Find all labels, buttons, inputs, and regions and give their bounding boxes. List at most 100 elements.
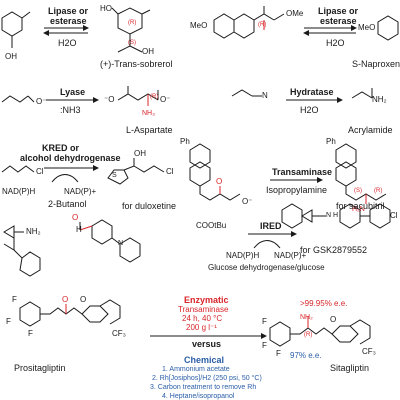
sitagliptin-amide-o: O	[330, 315, 337, 324]
cyclopropylamine-nh2: NH₂	[26, 227, 41, 236]
fumarate-structure	[1, 95, 35, 103]
aspartate-nh3: NH₃	[142, 110, 155, 117]
r5-cofactor-right: NAD(P)+	[64, 187, 97, 196]
cyclopropylamine-structure	[3, 225, 41, 277]
piperidine-n: N	[118, 240, 124, 247]
duloxetine-intermediate-structure	[107, 158, 165, 185]
chemical-line-3: 3. Carbon treatment to remove Rh	[150, 384, 257, 391]
r5-enzyme-line1: KRED or	[42, 143, 80, 153]
sitagliptin-cf3: CF₃	[362, 347, 376, 356]
r8-product-name: Sitagliptin	[330, 363, 370, 373]
sacubitril-sub-ph: Ph	[180, 137, 190, 146]
chemical-line-1: 1. Ammonium acetate	[162, 366, 230, 373]
r1-enzyme-line2: esterase	[50, 16, 87, 26]
r7-enzyme: IRED	[260, 221, 282, 231]
sobrerol-oh: OH	[142, 47, 154, 56]
naproxen-ester-structure	[213, 6, 285, 39]
r5-product: for duloxetine	[122, 201, 177, 211]
sacubitril-substrate-structure	[189, 143, 241, 201]
naproxen-ester-meo: MeO	[190, 21, 208, 30]
aldehyde-h: H	[76, 225, 82, 234]
chemical-title: Chemical	[184, 355, 225, 365]
sacubitril-label-s: (S)	[354, 188, 362, 194]
ester-group: COOtBu	[196, 221, 227, 230]
aspartate-right-o: O⁻	[160, 95, 171, 104]
chloroketone-cl: Cl	[36, 167, 44, 176]
aspartate-structure	[117, 86, 159, 101]
r7-reagent: Glucose dehydrogenase/glucose	[208, 263, 325, 272]
sobrerol-structure	[111, 7, 151, 53]
sitagliptin-nh2: NH₂	[300, 314, 313, 321]
prositagliptin-f2: F	[6, 317, 11, 326]
r3-product: L-Aspartate	[126, 125, 173, 135]
naproxen-product-meo: MeO	[358, 23, 376, 32]
r1-enzyme-line1: Lipase or	[48, 6, 89, 16]
r1-product: (+)-Trans-sobrerol	[100, 59, 173, 69]
acrylonitrile-n: N	[262, 91, 268, 100]
r8-substrate-name: Prositagliptin	[14, 363, 66, 373]
aldehyde-bond	[79, 225, 93, 231]
sobrerol-ho: HO	[100, 4, 112, 13]
enzymatic-line-3: 200 g l⁻¹	[186, 323, 217, 332]
r7-cofactor-left: NAD(P)H	[226, 251, 260, 260]
naproxen-label-r: (R)	[258, 22, 267, 28]
ee-enzymatic: >99.95% e.e.	[300, 299, 348, 308]
sitagliptin-structure	[269, 319, 371, 347]
r2-product: S-Naproxen	[352, 59, 400, 69]
sacubitril-product-structure	[335, 143, 387, 201]
sitagliptin-f1: F	[262, 317, 267, 326]
sobrerol-substrate-structure	[1, 11, 31, 48]
ee-chemical: 97% e.e.	[290, 351, 322, 360]
enzymatic-line-2: 24 h, 40 °C	[182, 314, 223, 323]
naproxen-product-structure	[377, 15, 399, 41]
r3-reagent: :NH3	[60, 105, 81, 115]
sitagliptin-f2: F	[262, 341, 267, 350]
versus-label: versus	[192, 339, 222, 349]
enzymatic-line-1: Transaminase	[178, 305, 229, 314]
aldehyde-o: O	[72, 213, 79, 222]
gsk-nh: N H	[326, 212, 339, 219]
r6-reagent: Isopropylamine	[266, 185, 328, 195]
r6-product: for sacubitril	[336, 201, 385, 211]
r1-equilibrium-arrows	[43, 25, 89, 36]
prositagliptin-structure	[19, 299, 121, 327]
r5-cofactor-arc	[51, 174, 79, 183]
duloxetine-cl: Cl	[166, 167, 174, 176]
sacubitril-prod-nh2: H₂N	[352, 206, 365, 213]
r7-cofactor-arc	[253, 240, 281, 249]
r3-enzyme: Lyase	[60, 87, 86, 97]
prositagliptin-amide-o: O	[80, 295, 87, 304]
r5-cofactor-left: NAD(P)H	[2, 187, 36, 196]
r5-reagent: 2-Butanol	[48, 199, 87, 209]
r2-enzyme-line2: esterase	[320, 16, 357, 26]
prositagliptin-f1: F	[12, 295, 17, 304]
r2-reagent: H2O	[326, 38, 345, 48]
chloroketone-structure	[1, 165, 35, 173]
enzymatic-title: Enzymatic	[184, 295, 229, 305]
sitagliptin-f3: F	[276, 349, 281, 358]
prositagliptin-cf3: CF₃	[112, 329, 126, 338]
r4-enzyme: Hydratase	[290, 87, 334, 97]
sobrerol-label-s: (S)	[128, 40, 136, 46]
sacubitril-sub-o-minus: O⁻	[242, 197, 253, 206]
r1-reagent: H2O	[58, 38, 77, 48]
chemical-line-2: 2. Rh[Josiphos]/H2 (250 psi, 50 °C)	[152, 375, 262, 382]
aspartate-label-r: (R)	[150, 94, 159, 100]
sacubitril-sub-o: O	[216, 177, 223, 186]
acrylamide-nh2: NH₂	[372, 95, 387, 104]
fumarate-o-minus: O⁻	[36, 97, 47, 106]
r7-cofactor-right: NAD(P)+	[274, 251, 307, 260]
chemical-line-4: 4. Heptane/isopropanol	[162, 393, 235, 400]
prositagliptin-ketone-o: O	[62, 295, 69, 304]
sacubitril-prod-ph: Ph	[326, 137, 336, 146]
gsk2879552-structure	[281, 203, 391, 229]
sitagliptin-label-r: (R)	[304, 332, 313, 338]
sacubitril-label-r: (R)	[374, 188, 383, 194]
r7-product: for GSK2879552	[300, 245, 368, 255]
sobrerol-label-r: (R)	[128, 20, 137, 26]
gsk-cl: Cl	[390, 211, 398, 220]
r2-enzyme-line1: Lipase or	[318, 6, 359, 16]
acrylamide-structure	[351, 88, 373, 99]
